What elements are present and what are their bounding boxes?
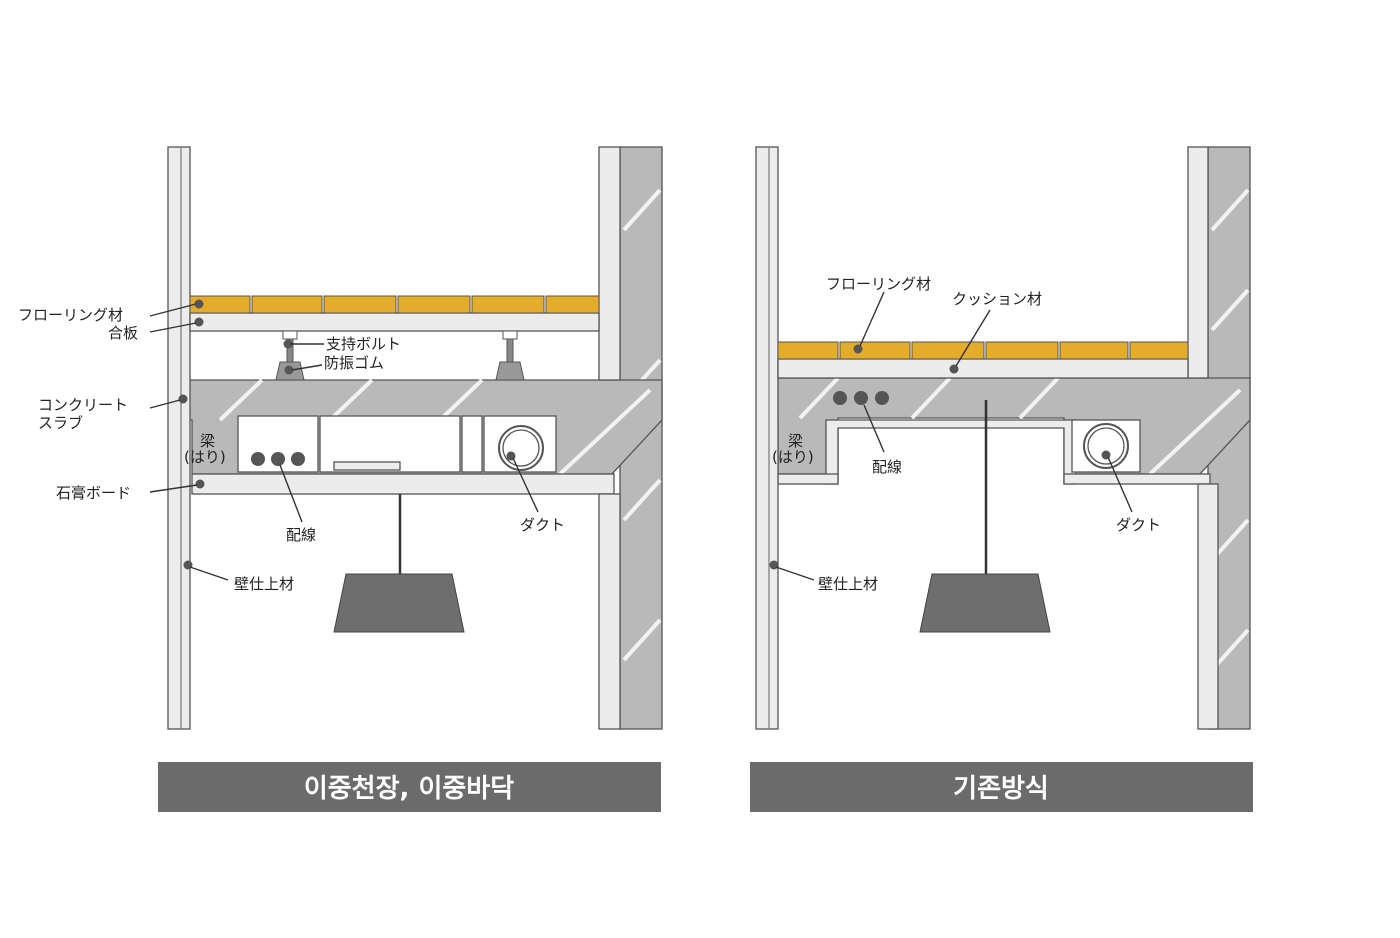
label-beam-line2: (はり) — [184, 448, 226, 466]
left-pendant-lamp — [333, 573, 465, 633]
label-beam-line1: 梁 — [200, 432, 215, 450]
right-pendant-lamp — [919, 573, 1051, 633]
right-ceiling-finish-left — [777, 473, 839, 485]
label-gypsum: 石膏ボード — [56, 484, 131, 502]
label-plywood: 合板 — [108, 324, 138, 342]
label-slab-line1: コンクリート — [38, 396, 128, 414]
flooring-plank — [471, 295, 545, 314]
left-duct-pipe-inner — [502, 429, 540, 467]
panel-conventional: フローリング材 クッション材 梁 (はり) 配線 ダクト 壁仕上材 기존방식 — [750, 146, 1253, 812]
left-gypsum-board — [191, 473, 615, 495]
flooring-plank — [189, 295, 251, 314]
label-wiring: 配線 — [872, 458, 902, 476]
hatch-line — [798, 376, 840, 420]
right-duct-pipe — [1083, 423, 1129, 469]
left-support-bolt-2 — [495, 330, 525, 381]
label-cushion: クッション材 — [952, 290, 1042, 308]
right-duct-pipe-inner — [1087, 427, 1125, 465]
flooring-plank — [1129, 341, 1189, 360]
flooring-plank — [1059, 341, 1129, 360]
left-wall — [167, 146, 191, 730]
label-rubber: 防振ゴム — [324, 354, 384, 372]
label-duct: ダクト — [520, 516, 565, 534]
label-wiring: 配線 — [286, 526, 316, 544]
label-beam-line2: (はり) — [772, 448, 814, 466]
panel-double-floor: フローリング材 合板 支持ボルト 防振ゴム コンクリート スラブ 梁 (はり) … — [18, 146, 663, 812]
hatch-line — [218, 378, 264, 422]
left-inner-wall-lower — [598, 493, 621, 730]
hatch-line — [438, 378, 484, 422]
right-wiring-cable — [854, 391, 868, 405]
hatch-line — [1210, 188, 1250, 232]
label-support-bolt: 支持ボルト — [326, 335, 401, 353]
label-flooring: フローリング材 — [18, 306, 123, 324]
label-slab-line2: スラブ — [38, 414, 83, 432]
right-inner-wall-upper — [1187, 146, 1209, 379]
caption-bar-right — [750, 762, 1253, 812]
left-wiring-cable — [251, 452, 265, 466]
left-void-shelf — [333, 461, 401, 471]
caption-bar-left — [158, 762, 661, 812]
left-duct-pipe — [498, 425, 544, 471]
hatch-line — [910, 376, 952, 420]
left-wiring-cable — [291, 452, 305, 466]
flooring-plank — [839, 341, 911, 360]
right-wiring-cable — [833, 391, 847, 405]
rubber-pad — [495, 361, 525, 381]
label-wall-finish: 壁仕上材 — [818, 575, 878, 593]
left-inner-wall-upper — [598, 146, 621, 381]
hatch-line — [1018, 376, 1060, 420]
hatch-line — [558, 388, 652, 476]
right-wiring-cable — [875, 391, 889, 405]
flooring-plank — [911, 341, 985, 360]
right-inner-wall-lower — [1197, 483, 1219, 730]
right-flooring — [777, 341, 1189, 360]
label-flooring: フローリング材 — [826, 275, 931, 293]
left-flooring — [189, 295, 600, 314]
caption-left: 이중천장, 이중바닥 — [304, 774, 514, 804]
flooring-plank — [545, 295, 600, 314]
hatch-line — [622, 188, 662, 232]
hatch-line — [622, 478, 662, 522]
hatch-line — [1148, 388, 1242, 476]
right-ceiling-finish-inner — [825, 419, 1077, 485]
label-beam-line1: 梁 — [788, 432, 803, 450]
hatch-line — [1210, 288, 1250, 332]
left-plywood — [189, 312, 600, 332]
flooring-plank — [777, 341, 839, 360]
right-ceiling-finish-right — [1063, 473, 1211, 485]
flooring-plank — [985, 341, 1059, 360]
caption-right: 기존방식 — [953, 774, 1049, 804]
right-cushion — [777, 358, 1189, 379]
left-void-post — [461, 415, 483, 473]
flooring-plank — [397, 295, 471, 314]
hatch-line — [622, 618, 662, 662]
flooring-plank — [323, 295, 397, 314]
hatch-line — [328, 378, 374, 422]
right-left-wall — [755, 146, 779, 730]
label-wall-finish: 壁仕上材 — [234, 575, 294, 593]
flooring-plank — [251, 295, 323, 314]
label-duct: ダクト — [1116, 516, 1161, 534]
